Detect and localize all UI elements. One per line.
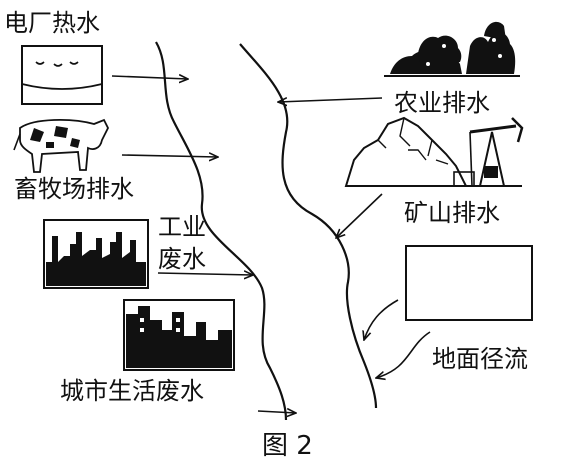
arrow-power-plant [111,76,188,79]
river-right-bank [239,43,378,409]
city-picture [123,299,235,371]
mine-picture [344,116,524,187]
runoff-box [405,245,533,321]
power-plant-picture [21,45,103,105]
label-industrial-line2: 废水 [158,245,206,273]
arrow-runoff-upper [364,299,399,340]
arrow-urban [257,411,296,413]
arrow-runoff-lower [376,331,431,378]
river-left-bank [155,41,288,421]
trees-picture [384,21,520,77]
label-power-plant: 电厂热水 [4,9,100,37]
figure-caption: 图 2 [262,431,313,461]
label-mining: 矿山排水 [404,199,500,227]
arrow-mining [336,193,383,238]
arrow-industrial [157,273,253,275]
arrow-livestock [121,155,218,157]
label-runoff: 地面径流 [432,345,528,373]
cow-picture [13,118,110,173]
industry-picture [43,219,149,289]
label-livestock: 畜牧场排水 [14,175,134,203]
arrow-agriculture [278,98,383,102]
label-urban: 城市生活废水 [60,377,204,405]
label-agriculture: 农业排水 [394,89,490,117]
label-industrial-line1: 工业 [158,213,206,241]
